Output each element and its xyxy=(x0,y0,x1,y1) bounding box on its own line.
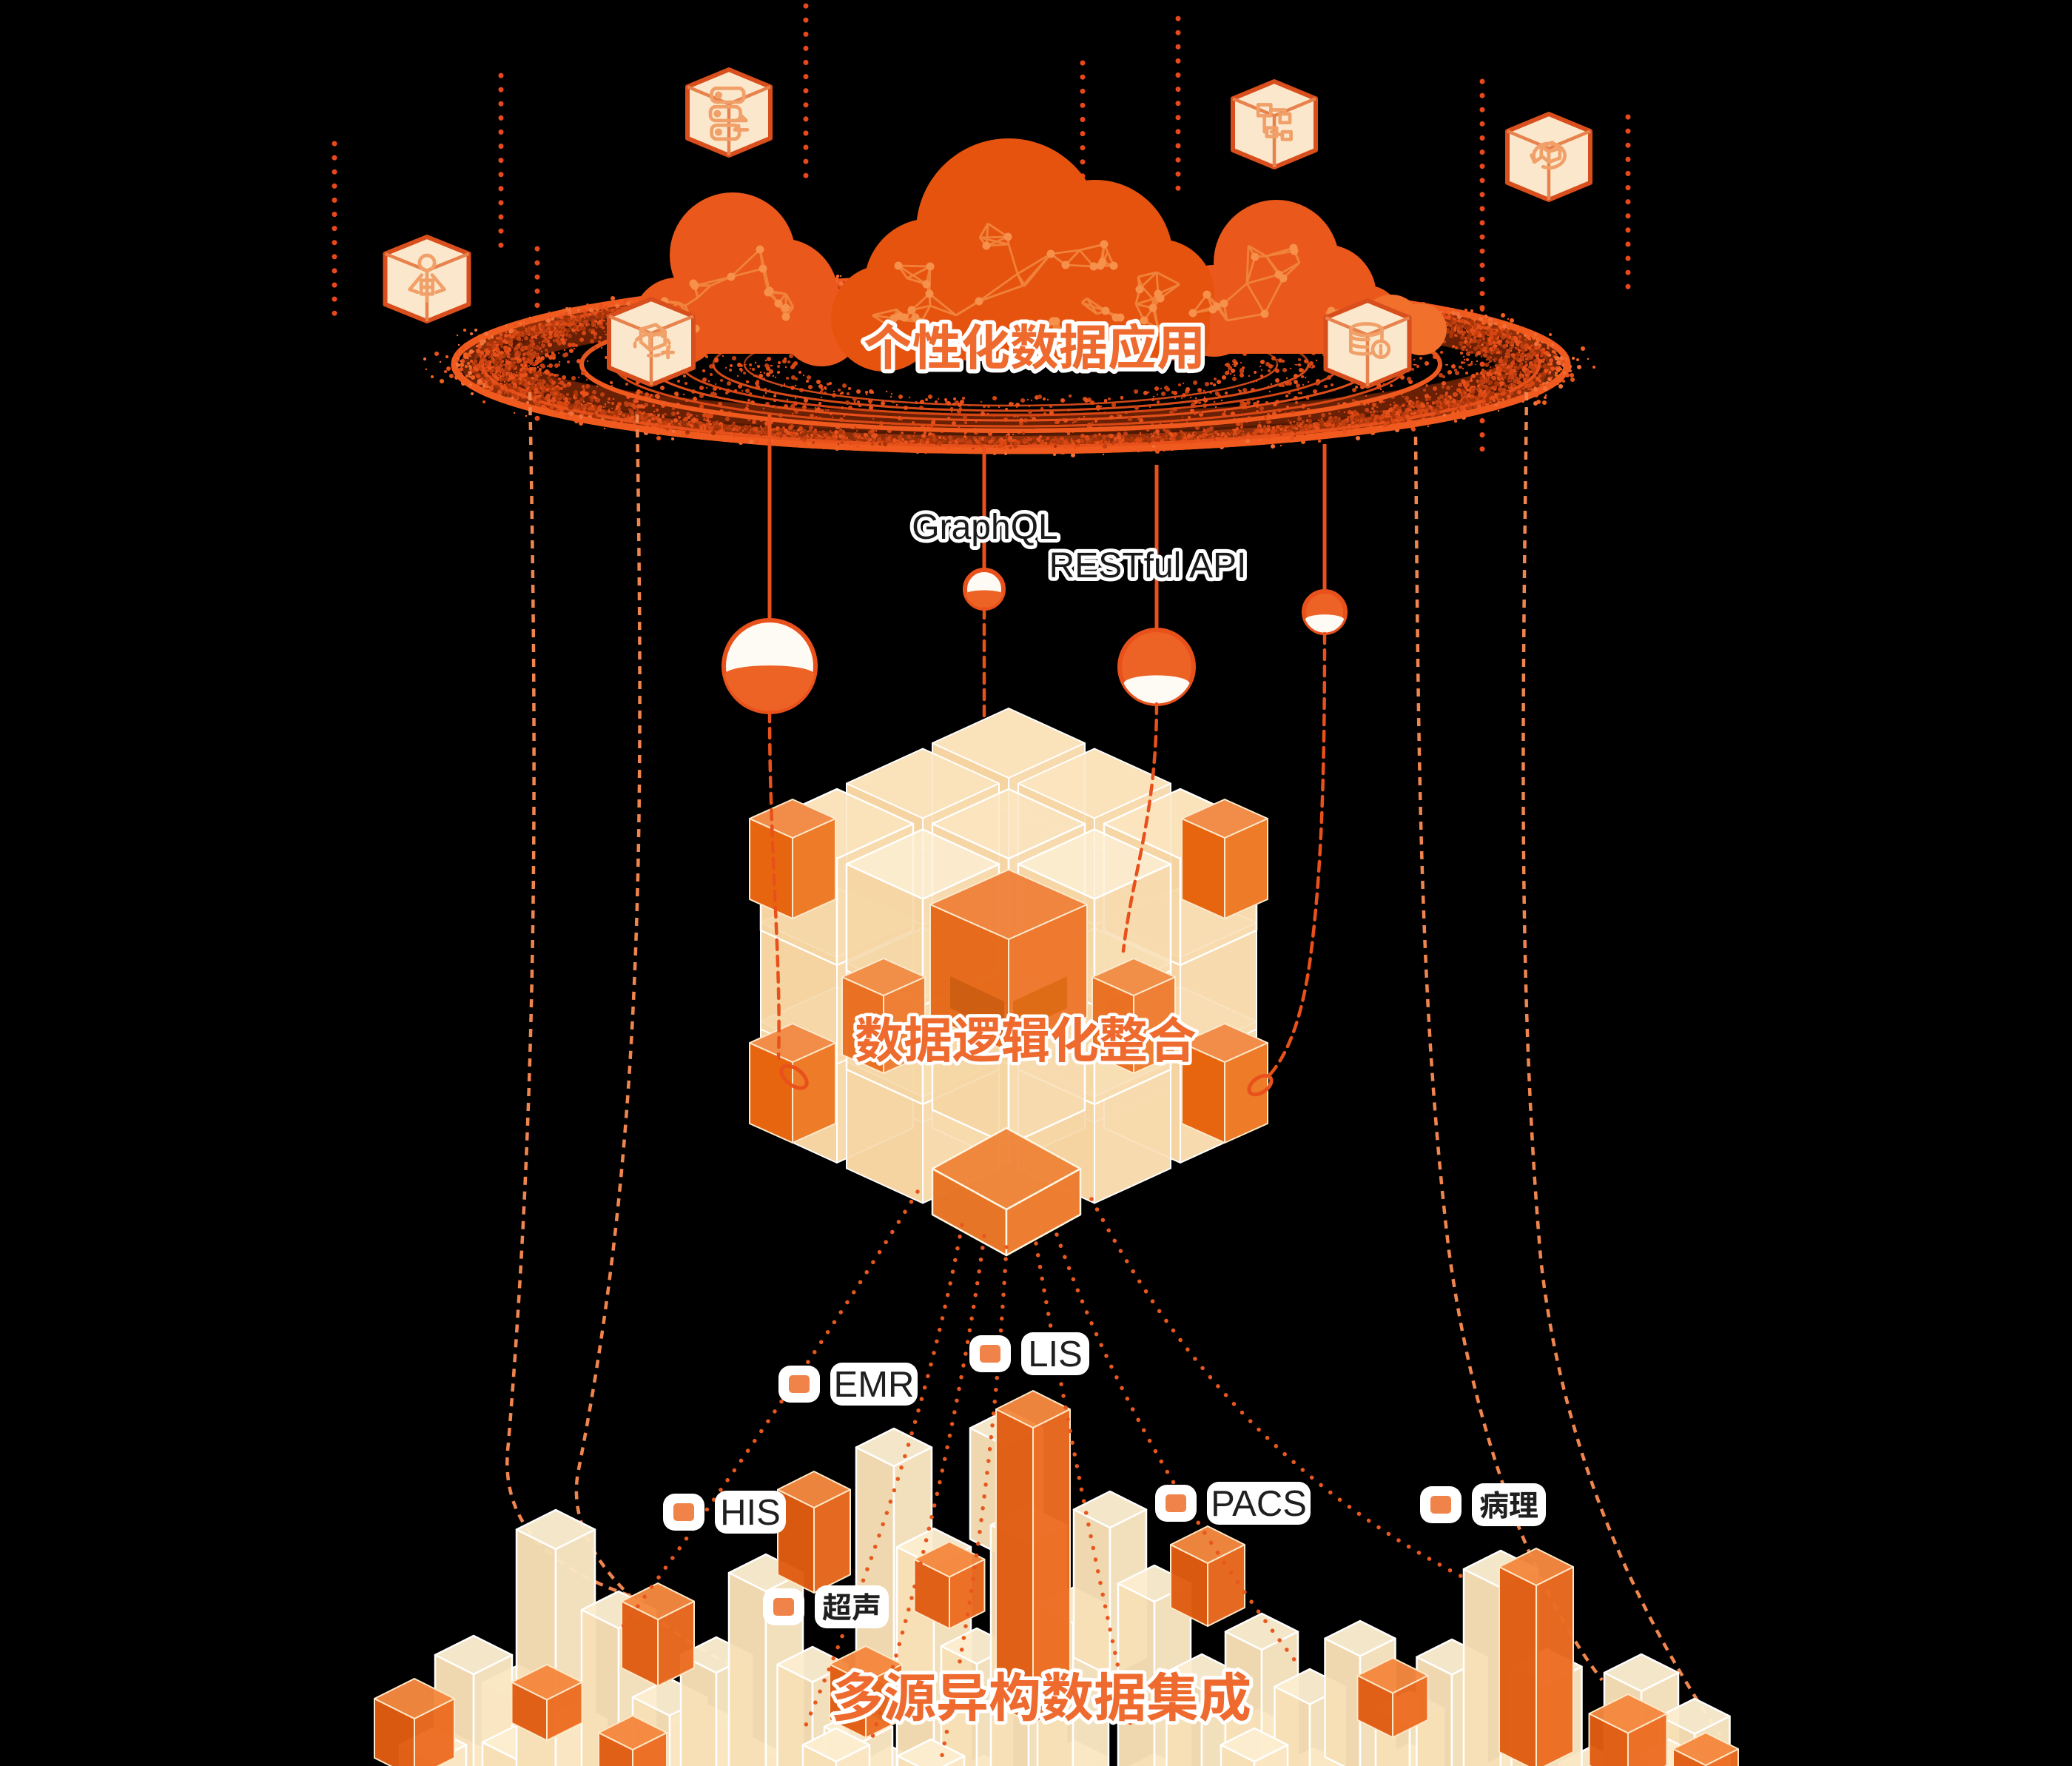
svg-text:EMR: EMR xyxy=(834,1365,915,1405)
svg-text:RESTful API: RESTful API xyxy=(1049,546,1247,585)
svg-text:GraphQL: GraphQL xyxy=(912,508,1057,547)
svg-text:PACS: PACS xyxy=(1211,1484,1307,1524)
svg-text:HIS: HIS xyxy=(720,1493,781,1533)
svg-text:LIS: LIS xyxy=(1028,1334,1083,1374)
